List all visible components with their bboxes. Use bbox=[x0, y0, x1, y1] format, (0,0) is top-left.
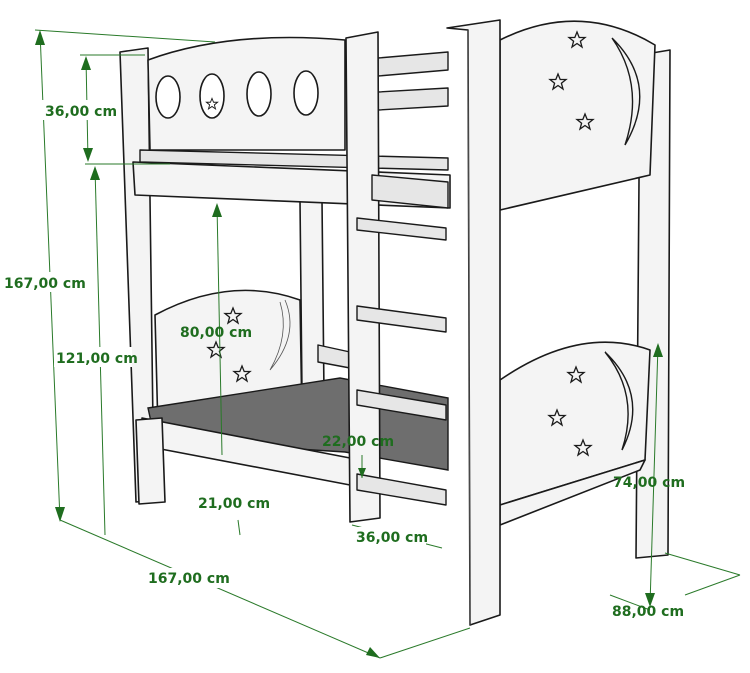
ladder-rung bbox=[371, 174, 449, 209]
porthole bbox=[293, 70, 319, 116]
arrow-icon bbox=[212, 203, 222, 217]
arrow-icon bbox=[645, 593, 655, 607]
arrow-icon bbox=[35, 30, 45, 45]
arrow-icon bbox=[653, 343, 663, 357]
arrow-icon bbox=[366, 647, 380, 658]
dim-ladder-width: 36,00 cm bbox=[356, 530, 428, 546]
dim-ladder-step: 22,00 cm bbox=[322, 434, 394, 450]
arrow-icon bbox=[90, 166, 100, 180]
dim-lower-bed-height: 21,00 cm bbox=[198, 496, 270, 512]
back-guard-rail bbox=[377, 51, 449, 77]
moon-icon bbox=[269, 299, 291, 371]
upper-right-headboard bbox=[499, 20, 656, 211]
dim-footboard-height: 74,00 cm bbox=[613, 475, 685, 491]
front-left-leg bbox=[135, 417, 166, 505]
porthole bbox=[199, 73, 225, 119]
dim-clearance: 80,00 cm bbox=[180, 325, 252, 341]
ladder-rungs bbox=[356, 174, 449, 506]
dim-width: 88,00 cm bbox=[612, 604, 684, 620]
dimension-lines bbox=[34, 29, 741, 659]
ladder-rung bbox=[356, 217, 447, 241]
arrow-icon bbox=[358, 468, 366, 478]
front-right-post bbox=[446, 19, 501, 626]
dim-top-guard-height: 36,00 cm bbox=[45, 104, 117, 120]
arrow-icon bbox=[81, 56, 91, 70]
arrow-icon bbox=[55, 507, 65, 522]
dim-length: 167,00 cm bbox=[148, 571, 230, 587]
arrow-icon bbox=[83, 148, 93, 162]
ladder-rung bbox=[356, 473, 447, 506]
back-guard-rail bbox=[377, 87, 449, 111]
dim-upper-bed-height: 121,00 cm bbox=[56, 351, 138, 367]
ladder-rung bbox=[356, 305, 447, 333]
ladder-rung bbox=[356, 389, 447, 421]
back-middle-post bbox=[299, 199, 325, 396]
moon-icon bbox=[604, 351, 634, 451]
porthole bbox=[155, 75, 181, 119]
lower-right-footboard bbox=[499, 341, 651, 506]
dim-total-height: 167,00 cm bbox=[4, 276, 86, 292]
porthole bbox=[246, 71, 272, 117]
moon-icon bbox=[611, 37, 641, 146]
dimension-labels: 36,00 cm 167,00 cm 121,00 cm 80,00 cm 22… bbox=[2, 100, 685, 620]
bed-drawing bbox=[119, 19, 671, 626]
